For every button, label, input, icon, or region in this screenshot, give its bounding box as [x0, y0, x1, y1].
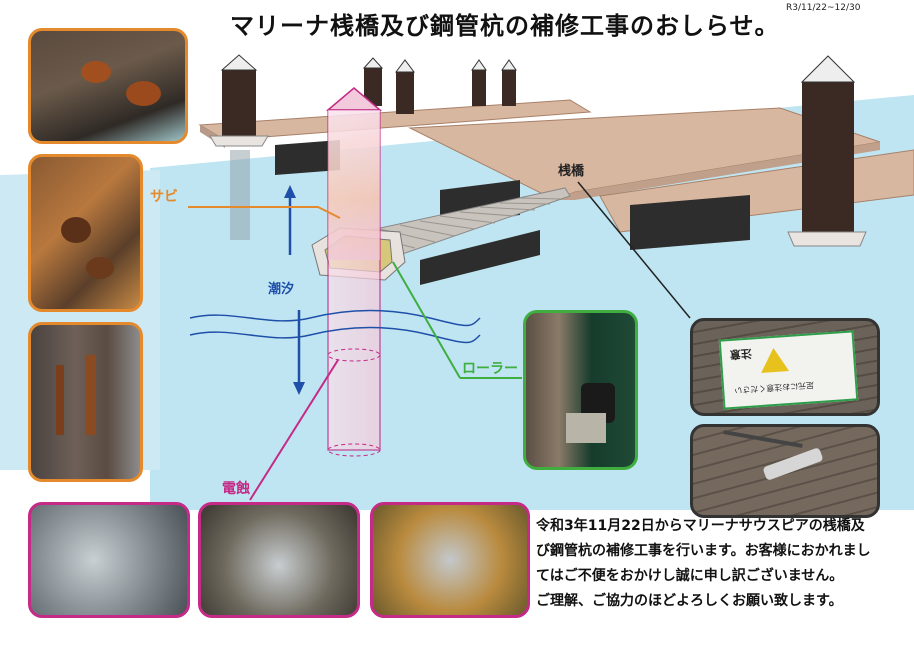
- roller-label: ローラー: [462, 361, 518, 377]
- rust-label: サビ: [150, 189, 178, 205]
- notice-text: 令和3年11月22日からマリーナサウスピアの桟橋及 び鋼管杭の補修工事を行います…: [536, 514, 908, 614]
- pier-label: 桟橋: [558, 164, 585, 179]
- pier-roller-photo: [690, 424, 880, 518]
- corrosion-photo-3: [370, 502, 530, 618]
- caution-sign-title: 注意: [729, 346, 753, 362]
- date-range: R3/11/22~12/30: [786, 3, 861, 13]
- caution-sign-text: 足元にお注意ください: [733, 380, 815, 395]
- corrosion-photo-2: [198, 502, 360, 618]
- rust-photo-1: [28, 28, 188, 144]
- tide-label: 潮汐: [268, 282, 295, 297]
- notice-line-3: てはご不便をおかけし誠に申し訳ございません。: [536, 568, 844, 584]
- notice-line-4: ご理解、ご協力のほどよろしくお願い致します。: [536, 593, 843, 609]
- corrosion-photo-1: [28, 502, 190, 618]
- notice-line-2: び鋼管杭の補修工事を行います。お客様におかれまし: [536, 543, 871, 559]
- notice-line-1: 令和3年11月22日からマリーナサウスピアの桟橋及: [536, 518, 865, 534]
- caution-sign: 注意 足元にお注意ください: [718, 330, 859, 410]
- rust-photo-2: [28, 154, 143, 312]
- roller-photo: [523, 310, 638, 470]
- pier-sign-photo: 注意 足元にお注意ください: [690, 318, 880, 416]
- corrosion-label: 電蝕: [222, 481, 250, 497]
- page-title: マリーナ桟橋及び鋼管杭の補修工事のおしらせ。: [230, 12, 780, 40]
- rust-photo-3: [28, 322, 143, 482]
